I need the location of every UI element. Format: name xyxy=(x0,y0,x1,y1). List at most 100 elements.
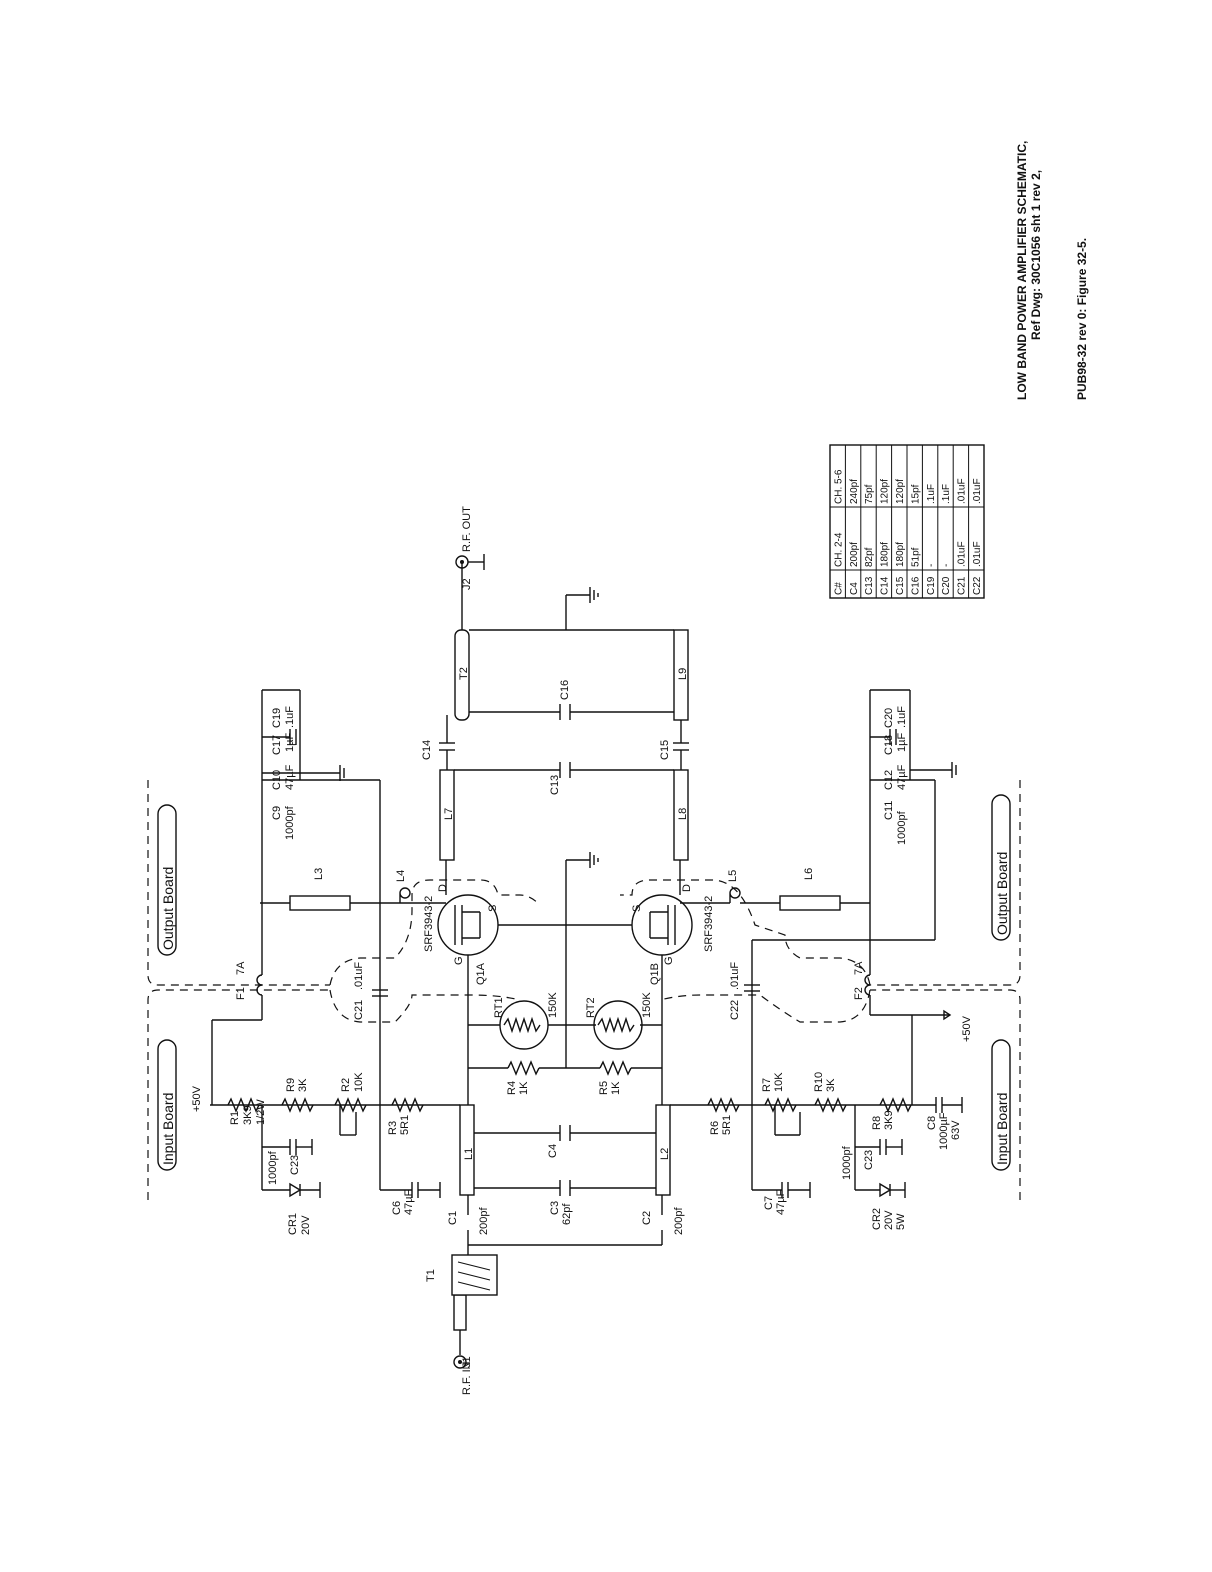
table-cell: .1uF xyxy=(926,484,937,504)
svg-text:Output Board: Output Board xyxy=(994,852,1010,935)
table-cell: .01uF xyxy=(972,541,983,567)
svg-text:Output Board: Output Board xyxy=(160,867,176,950)
caption-ref: Ref Dwg: 30C1056 sht 1 rev 2, xyxy=(1029,170,1043,340)
table-cell: 82pf xyxy=(864,547,875,567)
svg-text:3K9: 3K9 xyxy=(242,1105,254,1125)
supply-right: +50V xyxy=(961,1015,973,1042)
table-cell: C21 xyxy=(957,576,968,595)
table-cell: 15pf xyxy=(910,484,921,504)
table-cell: 240pf xyxy=(849,479,860,504)
svg-text:1000pf: 1000pf xyxy=(267,1150,279,1185)
caption-figure: PUB98-32 rev 0: Figure 32-5. xyxy=(1075,238,1089,400)
svg-text:L3: L3 xyxy=(313,868,325,880)
svg-text:G: G xyxy=(663,956,675,965)
table-cell: 75pf xyxy=(864,484,875,504)
svg-text:R7: R7 xyxy=(761,1078,773,1092)
board-label-output-right: Output Board xyxy=(991,794,1011,941)
svg-text:C10: C10 xyxy=(271,770,283,790)
svg-text:R3: R3 xyxy=(387,1121,399,1135)
table-cell: C13 xyxy=(864,576,875,595)
svg-text:C3: C3 xyxy=(549,1201,561,1215)
table-cell: C4 xyxy=(849,582,860,595)
svg-text:S: S xyxy=(487,905,499,912)
svg-text:C2: C2 xyxy=(641,1211,653,1225)
svg-text:C17: C17 xyxy=(271,735,283,755)
table-cell: .01uF xyxy=(957,478,968,504)
svg-text:1000pf: 1000pf xyxy=(896,810,908,845)
svg-text:3K: 3K xyxy=(297,1078,309,1092)
svg-text:L8: L8 xyxy=(677,808,689,820)
svg-text:20V: 20V xyxy=(883,1210,895,1230)
svg-text:1000µF: 1000µF xyxy=(938,1112,950,1150)
table-cell: - xyxy=(926,564,937,567)
supply-left: +50V xyxy=(191,1085,203,1112)
svg-text:Input Board: Input Board xyxy=(160,1093,176,1165)
svg-text:Q1A: Q1A xyxy=(475,962,487,985)
svg-text:1µF: 1µF xyxy=(896,733,908,752)
svg-text:D: D xyxy=(681,884,693,892)
svg-text:C23: C23 xyxy=(289,1155,301,1175)
svg-text:3K9: 3K9 xyxy=(883,1110,895,1130)
svg-text:C1: C1 xyxy=(447,1211,459,1225)
svg-text:L2: L2 xyxy=(659,1148,671,1160)
table-cell: C14 xyxy=(880,576,891,595)
svg-text:C7: C7 xyxy=(763,1196,775,1210)
svg-text:C16: C16 xyxy=(559,680,571,700)
svg-text:SRF3943-2: SRF3943-2 xyxy=(423,896,435,952)
svg-text:200pf: 200pf xyxy=(478,1207,490,1235)
j1-label: R.F. IN xyxy=(461,1361,473,1395)
svg-text:RT1: RT1 xyxy=(493,997,505,1018)
svg-text:10K: 10K xyxy=(353,1072,365,1092)
svg-text:7A: 7A xyxy=(853,961,865,975)
capacitor-values-table: C#CH. 2-4CH. 5-6C4200pf240pfC1382pf75pfC… xyxy=(829,444,985,599)
svg-text:L7: L7 xyxy=(443,808,455,820)
svg-text:10K: 10K xyxy=(773,1072,785,1092)
svg-text:.1uF: .1uF xyxy=(896,706,908,728)
svg-text:L1: L1 xyxy=(463,1148,475,1160)
board-label-input-left: Input Board xyxy=(157,1039,177,1171)
svg-text:C13: C13 xyxy=(549,775,561,795)
svg-text:1/2W: 1/2W xyxy=(255,1099,267,1125)
table-cell: C15 xyxy=(895,576,906,595)
svg-text:L6: L6 xyxy=(803,868,815,880)
svg-text:SRF3943-2: SRF3943-2 xyxy=(703,896,715,952)
svg-text:Q1B: Q1B xyxy=(649,963,661,985)
svg-text:47µF: 47µF xyxy=(775,1189,787,1215)
svg-text:C18: C18 xyxy=(883,735,895,755)
svg-text:.1uF: .1uF xyxy=(284,706,296,728)
table-cell: C22 xyxy=(972,576,983,595)
svg-text:D: D xyxy=(437,884,449,892)
svg-text:.01uF: .01uF xyxy=(729,962,741,990)
svg-text:5W: 5W xyxy=(895,1213,907,1230)
svg-text:3K: 3K xyxy=(825,1078,837,1092)
svg-text:1K: 1K xyxy=(610,1081,622,1095)
table-cell: C19 xyxy=(926,576,937,595)
svg-text:L5: L5 xyxy=(727,870,739,882)
svg-text:C12: C12 xyxy=(883,770,895,790)
svg-text:63V: 63V xyxy=(950,1120,962,1140)
svg-text:C15: C15 xyxy=(659,740,671,760)
table-cell: .01uF xyxy=(957,541,968,567)
svg-text:R2: R2 xyxy=(340,1078,352,1092)
caption-title: LOW BAND POWER AMPLIFIER SCHEMATIC, xyxy=(1015,141,1029,400)
svg-text:L4: L4 xyxy=(395,870,407,882)
table-header-cell: CH. 5-6 xyxy=(833,469,844,504)
svg-text:C8: C8 xyxy=(926,1116,938,1130)
table-cell: C16 xyxy=(910,576,921,595)
svg-text:L9: L9 xyxy=(677,668,689,680)
svg-text:R6: R6 xyxy=(709,1121,721,1135)
svg-text:R1: R1 xyxy=(229,1111,241,1125)
svg-text:1µF: 1µF xyxy=(284,733,296,752)
svg-text:Input Board: Input Board xyxy=(994,1093,1010,1165)
svg-text:C9: C9 xyxy=(271,806,283,820)
svg-text:1K: 1K xyxy=(518,1081,530,1095)
svg-text:G: G xyxy=(453,956,465,965)
svg-text:C19: C19 xyxy=(271,708,283,728)
svg-text:R8: R8 xyxy=(871,1116,883,1130)
svg-text:7A: 7A xyxy=(235,961,247,975)
svg-text:47µF: 47µF xyxy=(896,764,908,790)
svg-text:C14: C14 xyxy=(421,740,433,760)
board-label-output-left: Output Board xyxy=(157,804,177,956)
svg-text:5R1: 5R1 xyxy=(399,1115,411,1135)
